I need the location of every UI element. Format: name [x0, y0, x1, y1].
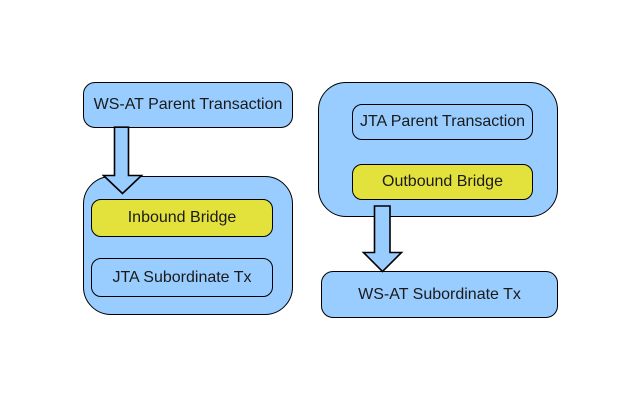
inbound-bridge-node: Inbound Bridge	[91, 199, 273, 237]
wsat-parent-transaction-label: WS-AT Parent Transaction	[93, 96, 283, 113]
jta-subordinate-tx-node: JTA Subordinate Tx	[91, 258, 273, 297]
outbound-bridge-label: Outbound Bridge	[382, 173, 503, 190]
wsat-parent-transaction-node: WS-AT Parent Transaction	[83, 82, 293, 128]
wsat-subordinate-tx-node: WS-AT Subordinate Tx	[321, 271, 558, 318]
wsat-subordinate-tx-label: WS-AT Subordinate Tx	[358, 285, 521, 303]
jta-parent-transaction-label: JTA Parent Transaction	[359, 113, 526, 130]
outbound-bridge-node: Outbound Bridge	[352, 164, 533, 200]
jta-parent-transaction-node: JTA Parent Transaction	[352, 104, 533, 140]
inbound-bridge-label: Inbound Bridge	[127, 209, 237, 226]
jta-subordinate-tx-label: JTA Subordinate Tx	[112, 268, 252, 286]
